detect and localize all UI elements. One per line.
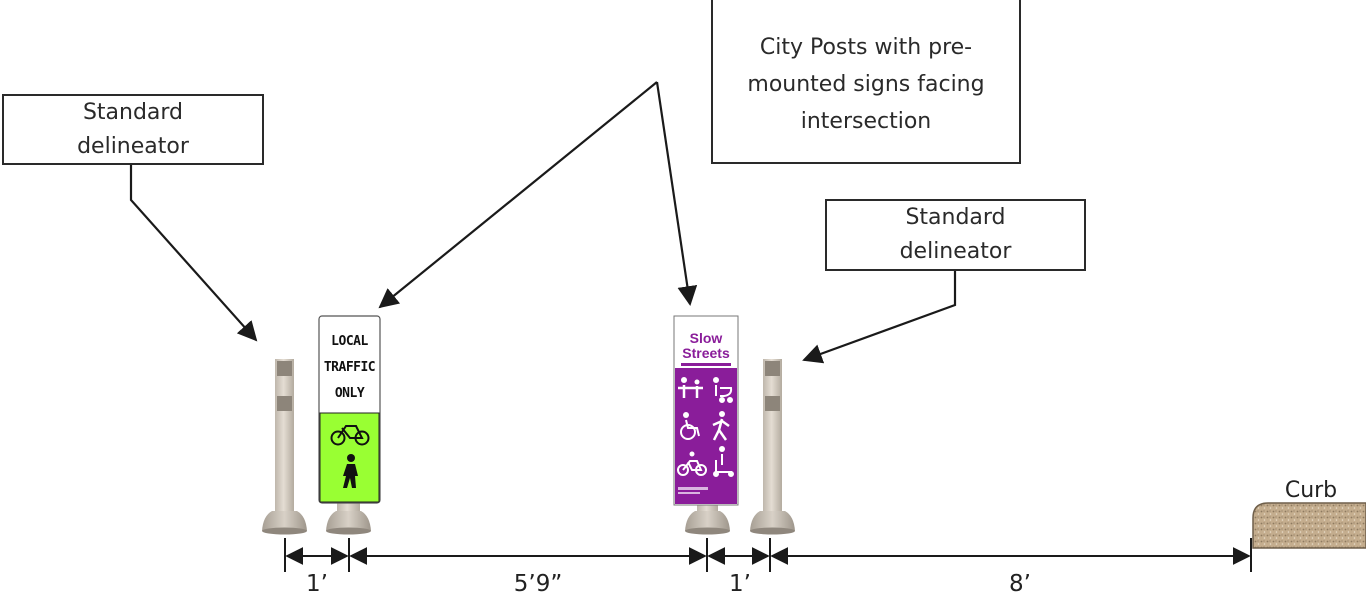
sign-text-line: Streets — [682, 345, 730, 361]
walking-icon — [712, 411, 730, 441]
sign-footer-text — [678, 492, 700, 494]
local-traffic-sign-text: LOCAL TRAFFIC ONLY — [320, 329, 379, 407]
dimension-line — [284, 538, 1252, 572]
callout-text-line: Standard — [905, 205, 1006, 230]
wheelchair-icon — [680, 412, 700, 440]
bicycle-icon — [677, 451, 707, 476]
family-icon — [678, 377, 703, 398]
callout-text-line: mounted signs facing — [747, 71, 985, 97]
left-delineator — [262, 352, 307, 535]
sign-text-line: Slow — [689, 330, 723, 346]
curb — [1252, 502, 1366, 549]
dimension-label: 1’ — [729, 571, 751, 597]
slow-streets-sign-post — [673, 315, 739, 535]
right-delineator-callout: Standard delineator — [825, 199, 1086, 271]
callout-text-line: delineator — [77, 133, 189, 159]
dimension-label: 1’ — [306, 571, 328, 597]
sign-text-line: LOCAL — [331, 334, 368, 349]
city-posts-leader-left — [378, 81, 658, 309]
slow-streets-sign-text: Slow Streets — [675, 331, 737, 361]
city-posts-callout: City Posts with pre- mounted signs facin… — [711, 0, 1021, 164]
curb-label: Curb — [1284, 477, 1338, 503]
pedestrian-icon — [343, 454, 358, 488]
scooter-icon — [713, 446, 734, 477]
left-delineator-callout: Standard delineator — [2, 94, 264, 165]
callout-text-line: Standard — [82, 99, 184, 125]
callout-leaders — [129, 81, 957, 364]
left-delineator-leader — [129, 164, 258, 342]
dimension-label: 8’ — [1009, 571, 1031, 597]
right-delineator — [750, 352, 795, 535]
local-traffic-sign-post — [318, 315, 381, 535]
right-delineator-leader — [802, 270, 957, 364]
slow-streets-icons — [677, 377, 734, 494]
callout-text-line: City Posts with pre- — [759, 34, 973, 60]
bicycle-icon — [330, 425, 370, 446]
stroller-icon — [713, 377, 733, 403]
city-posts-leader-right — [655, 81, 698, 306]
callout-text-line: intersection — [800, 108, 932, 134]
sign-text-line: ONLY — [334, 386, 365, 401]
callout-text-line: delineator — [899, 239, 1012, 264]
sign-text-line: TRAFFIC — [323, 360, 376, 375]
dimension-label: 5’9” — [513, 571, 563, 597]
sign-footer-text — [678, 487, 708, 490]
